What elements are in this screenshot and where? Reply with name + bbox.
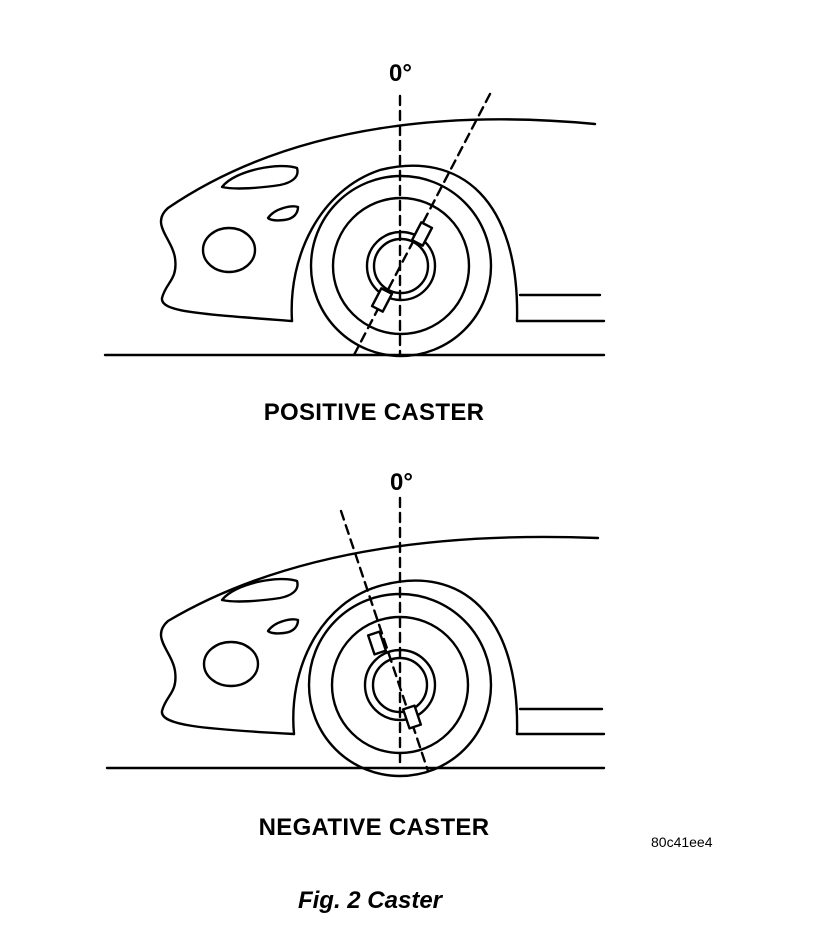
lower-ball-joint [370,287,394,313]
fog-lamp [201,226,257,274]
steering-axis-line [339,509,430,773]
upper-ball-joint [410,221,434,247]
figure-title: Fig. 2 Caster [297,887,443,914]
positive-caster-panel: 0° POSITIVE CASTER [0,0,816,425]
steering-axis-line [352,92,492,357]
zero-degree-label: 0° [390,469,413,496]
car-body-outline [159,118,597,323]
headlight [220,577,299,603]
turn-signal [266,618,300,635]
negative-caster-caption: NEGATIVE CASTER [258,814,490,841]
positive-caster-drawing [103,92,606,358]
negative-caster-panel: 0° NEGATIVE CASTER [0,413,816,840]
headlight [220,164,299,190]
figure-code: 80c41ee4 [651,834,713,850]
positive-caster-caption: POSITIVE CASTER [263,399,485,426]
car-body-outline [159,535,600,736]
zero-degree-label: 0° [389,60,412,87]
negative-caster-drawing [105,496,606,778]
fender-arch [292,579,519,736]
fender-arch [290,164,519,323]
lower-ball-joint [401,704,423,730]
wheel-rim [331,196,471,336]
turn-signal [266,205,300,222]
upper-ball-joint [366,630,388,656]
fog-lamp [202,640,260,688]
